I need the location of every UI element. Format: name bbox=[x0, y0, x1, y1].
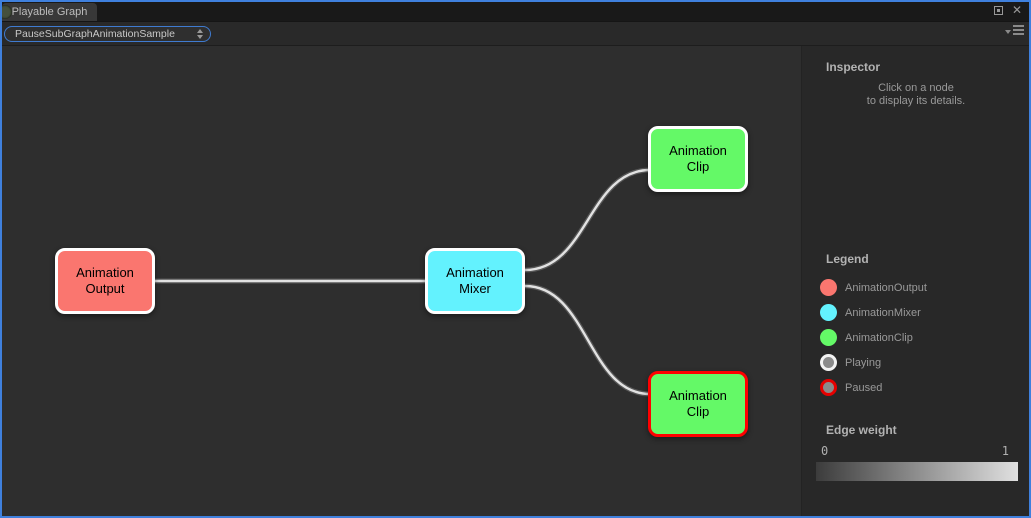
side-panel: Inspector Click on a node to display its… bbox=[801, 46, 1029, 516]
legend-label: AnimationOutput bbox=[845, 281, 927, 294]
edge-weight-gradient bbox=[816, 462, 1018, 481]
graph-selector-value: PauseSubGraphAnimationSample bbox=[15, 27, 175, 40]
legend-swatch-animation-mixer bbox=[820, 304, 837, 321]
round-tab-icon bbox=[2, 5, 12, 19]
node-animation-clip-bottom[interactable]: Animation Clip bbox=[648, 371, 748, 437]
tab-title: Playable Graph bbox=[11, 6, 88, 18]
window-menu-icon[interactable] bbox=[1005, 25, 1024, 35]
legend-swatch-animation-clip bbox=[820, 329, 837, 346]
legend-item-animation-clip: AnimationClip bbox=[820, 325, 927, 350]
legend-swatch-playing bbox=[820, 354, 837, 371]
legend-swatch-animation-output bbox=[820, 279, 837, 296]
node-animation-mixer[interactable]: Animation Mixer bbox=[425, 248, 525, 314]
inspector-title: Inspector bbox=[826, 60, 881, 74]
maximize-icon[interactable] bbox=[993, 5, 1003, 15]
graph-selector-dropdown[interactable]: PauseSubGraphAnimationSample bbox=[4, 25, 211, 42]
inspector-hint-line2: to display its details. bbox=[866, 95, 966, 107]
inspector-hint-line1: Click on a node bbox=[878, 82, 954, 94]
legend-item-paused: Paused bbox=[820, 375, 927, 400]
edge-weight-max-label: 1 bbox=[1001, 444, 1009, 458]
tab-playable-graph[interactable]: Playable Graph bbox=[2, 3, 97, 21]
graph-canvas[interactable]: Animation Output Animation Mixer Animati… bbox=[2, 46, 801, 516]
legend-list: AnimationOutput AnimationMixer Animation… bbox=[820, 275, 927, 400]
edges-svg bbox=[152, 167, 653, 397]
up-down-arrows-icon bbox=[197, 28, 203, 39]
close-icon[interactable]: ✕ bbox=[1011, 3, 1022, 17]
legend-title: Legend bbox=[826, 252, 869, 266]
inspector-hint: Click on a node to display its details. bbox=[802, 82, 1029, 108]
menu-triangle-icon bbox=[1005, 29, 1011, 34]
hamburger-icon bbox=[1013, 25, 1024, 35]
legend-swatch-paused bbox=[820, 379, 837, 396]
legend-item-animation-mixer: AnimationMixer bbox=[820, 300, 927, 325]
edge bbox=[523, 284, 652, 396]
legend-label: Playing bbox=[845, 356, 882, 369]
legend-item-playing: Playing bbox=[820, 350, 927, 375]
title-bar: Playable Graph ✕ bbox=[2, 2, 1029, 21]
legend-item-animation-output: AnimationOutput bbox=[820, 275, 927, 300]
legend-label: AnimationMixer bbox=[845, 306, 921, 319]
legend-label: Paused bbox=[845, 381, 883, 394]
toolbar: PauseSubGraphAnimationSample bbox=[2, 21, 1029, 46]
edge-weight-title: Edge weight bbox=[826, 423, 897, 437]
edge-weight-min-label: 0 bbox=[821, 444, 829, 458]
node-animation-output[interactable]: Animation Output bbox=[55, 248, 155, 314]
edge bbox=[523, 168, 652, 272]
legend-label: AnimationClip bbox=[845, 331, 913, 344]
node-animation-clip-top[interactable]: Animation Clip bbox=[648, 126, 748, 192]
